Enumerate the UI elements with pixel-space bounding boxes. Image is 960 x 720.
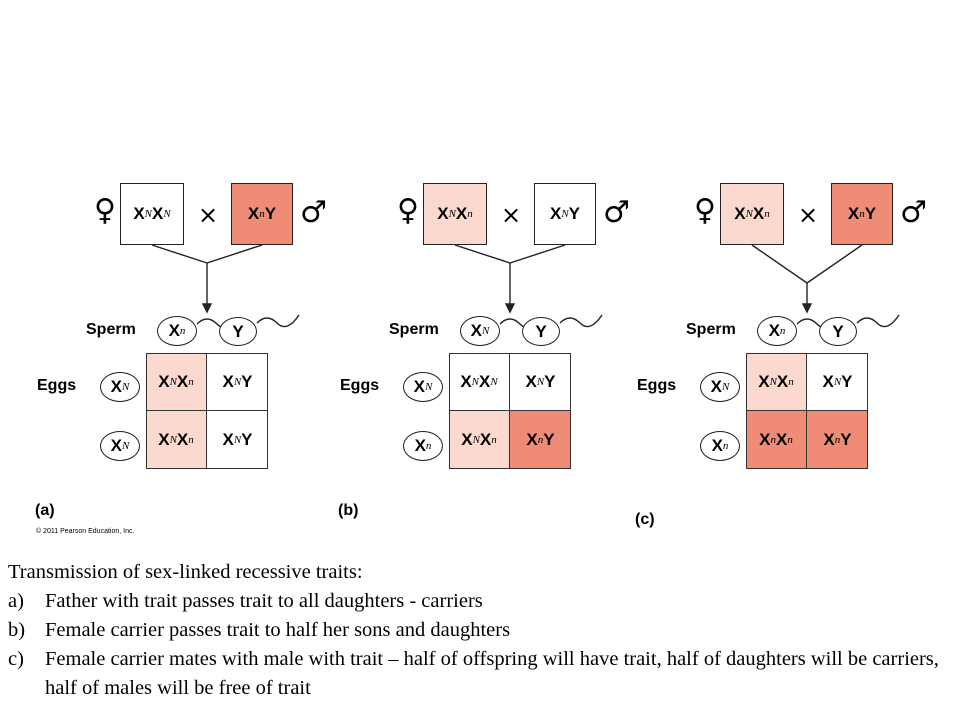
arrow-head xyxy=(801,303,813,314)
sperm-label: Sperm xyxy=(86,321,136,338)
sperm-tail xyxy=(256,314,300,328)
sperm-label: Sperm xyxy=(389,321,439,338)
male-symbol-icon: ♂ xyxy=(300,195,327,230)
male-symbol-icon: ♂ xyxy=(603,195,630,230)
sperm-allele: Y xyxy=(219,317,257,346)
caption-item-text: Female carrier mates with male with trai… xyxy=(45,648,939,699)
female-symbol-icon: ♀ xyxy=(94,193,116,228)
caption-item-b: b) Female carrier passes trait to half h… xyxy=(8,616,953,645)
caption-item-letter: a) xyxy=(8,590,24,612)
eggs-label: Eggs xyxy=(637,377,677,394)
cross-symbol-icon: × xyxy=(198,201,219,229)
male-symbol-icon: ♂ xyxy=(900,195,927,230)
female-symbol-icon: ♀ xyxy=(397,193,419,228)
sperm-tail xyxy=(559,314,603,328)
mother-connector xyxy=(151,244,208,264)
arrow-head xyxy=(201,303,213,314)
mother-connector xyxy=(454,244,511,264)
cross-symbol-icon: × xyxy=(798,201,819,229)
caption-item-letter: c) xyxy=(8,648,24,670)
caption-item-letter: b) xyxy=(8,619,26,641)
punnett-square xyxy=(146,353,268,469)
caption-heading: Transmission of sex-linked recessive tra… xyxy=(8,561,363,583)
panel-letter: (c) xyxy=(635,511,655,528)
punnett-square xyxy=(449,353,571,469)
eggs-label: Eggs xyxy=(340,377,380,394)
cross-symbol-icon: × xyxy=(501,201,522,229)
copyright-notice: © 2011 Pearson Education, Inc. xyxy=(36,528,135,535)
sperm-label: Sperm xyxy=(686,321,736,338)
caption-item-text: Female carrier passes trait to half her … xyxy=(45,619,511,641)
caption: Transmission of sex-linked recessive tra… xyxy=(8,558,953,703)
panel-letter: (a) xyxy=(35,502,55,519)
sperm-allele: Y xyxy=(819,317,857,346)
caption-item-text: Father with trait passes trait to all da… xyxy=(45,590,483,612)
panel-letter: (b) xyxy=(338,502,359,519)
father-connector xyxy=(206,244,263,264)
arrow-head xyxy=(504,303,516,314)
sperm-allele: Y xyxy=(522,317,560,346)
mother-connector xyxy=(751,244,808,284)
caption-item-c: c) Female carrier mates with male with t… xyxy=(8,645,953,703)
father-connector xyxy=(806,244,863,284)
caption-item-a: a) Father with trait passes trait to all… xyxy=(8,587,953,616)
female-symbol-icon: ♀ xyxy=(694,193,716,228)
eggs-label: Eggs xyxy=(37,377,77,394)
father-connector xyxy=(509,244,566,264)
punnett-square xyxy=(746,353,868,469)
sperm-tail xyxy=(856,314,900,328)
